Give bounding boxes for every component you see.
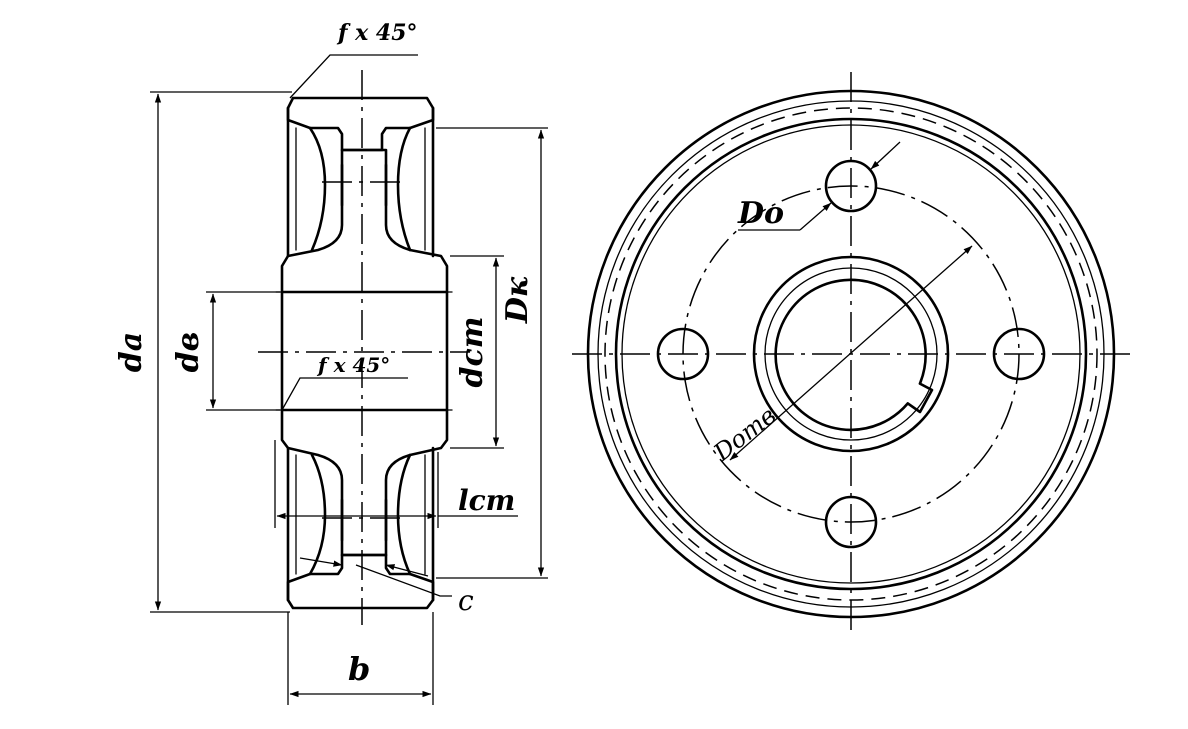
dim-c: [299, 557, 343, 567]
chamfer-hub-label: f x 45°: [316, 353, 390, 377]
lightening-holes: [656, 159, 1046, 549]
hole-top: [824, 159, 878, 213]
disc-bottom-section: [280, 408, 449, 557]
c-label: c: [458, 584, 474, 617]
hole-left: [656, 327, 710, 381]
disc-top-section: [280, 148, 449, 294]
do-label: Do: [737, 196, 784, 231]
front-view: Do Dотв: [572, 72, 1130, 630]
front-dimensions: [729, 141, 973, 461]
hub-outline: [275, 290, 453, 412]
hole-bottom: [824, 495, 878, 549]
rim-top-section: [286, 96, 435, 152]
web-hole-top: [308, 126, 412, 252]
hole-right: [992, 327, 1046, 381]
outer-rim-circle: [586, 89, 1116, 619]
da-label: da: [114, 332, 149, 372]
rim-bottom-section: [286, 553, 435, 610]
db-label: dв: [171, 332, 206, 373]
dotv-label: Dотв: [708, 401, 782, 467]
chamfer-top-label: f x 45°: [336, 20, 418, 46]
rim-inner-circle: [614, 117, 1088, 591]
rim-inner-circle-fine: [621, 124, 1081, 584]
section-view: f x 45° f x 45° da dв dст Dк lст c b: [114, 20, 548, 705]
rim-outline: [286, 106, 435, 602]
lst-label: lст: [458, 484, 515, 517]
leader-lines: [281, 54, 452, 597]
dk-label: Dк: [500, 276, 535, 324]
hole-center-circle: [682, 185, 1020, 523]
pitch-circle: [604, 107, 1098, 601]
dimension-lines: [154, 93, 545, 698]
extension-lines: [150, 91, 548, 705]
b-label: b: [348, 650, 370, 688]
outer-rim-chamfer-circle: [597, 100, 1105, 608]
dst-label: dст: [455, 317, 490, 388]
